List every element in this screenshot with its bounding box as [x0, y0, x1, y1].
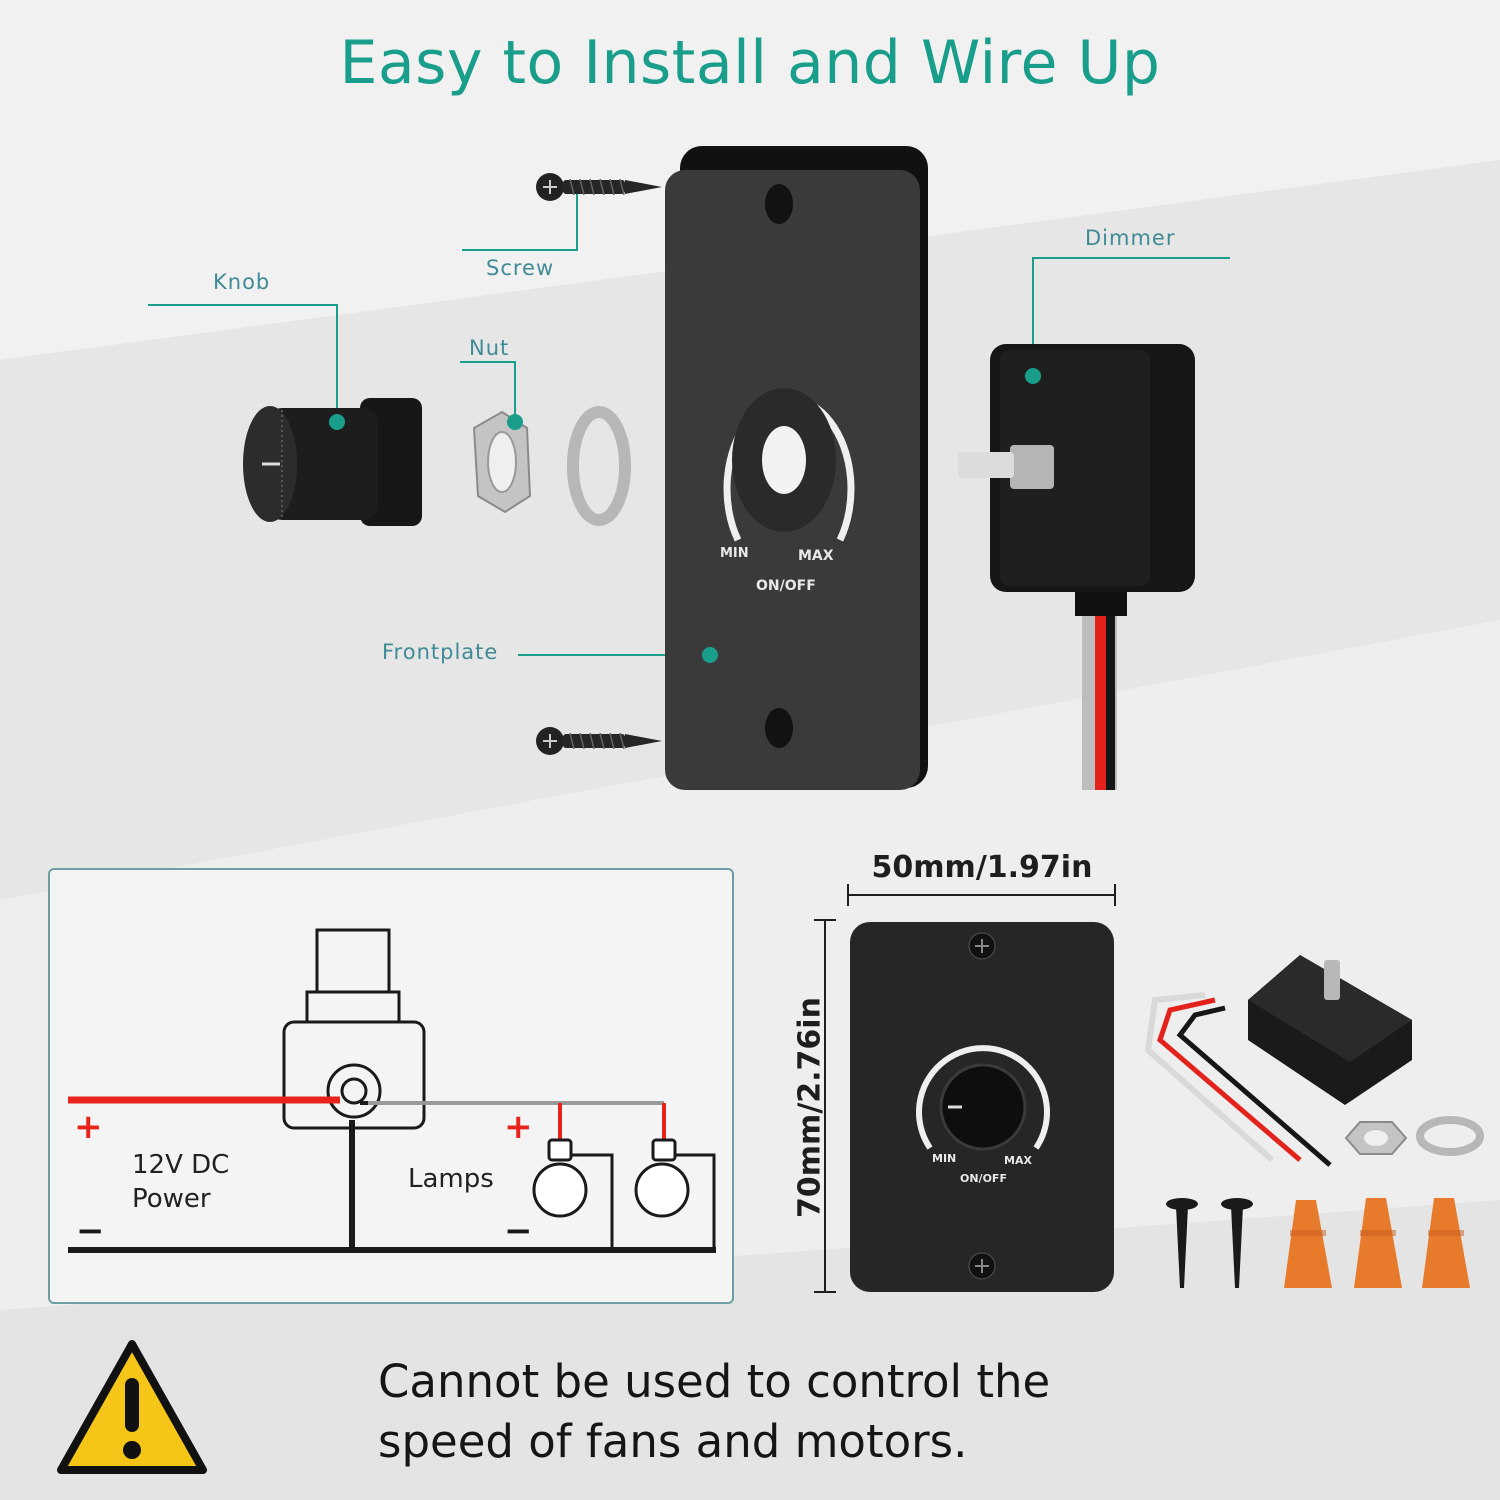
power-label-line2: Power	[132, 1184, 211, 1214]
exploded-view	[148, 146, 1230, 790]
kit-nut-washer-icon	[1344, 1116, 1484, 1156]
height-dimension-label: 70mm/2.76in	[792, 997, 828, 1218]
warning-line-1: Cannot be used to control the	[378, 1355, 1051, 1408]
callout-screw: Screw	[486, 256, 555, 280]
negative-sign-left: −	[76, 1211, 105, 1251]
positive-sign-left: +	[74, 1107, 103, 1147]
negative-sign-right: −	[504, 1211, 533, 1251]
knob-icon	[243, 398, 422, 526]
dimension-plate-icon	[850, 922, 1114, 1292]
warning-text: Cannot be used to control the speed of f…	[378, 1352, 1478, 1472]
wiring-diagram	[68, 928, 716, 1253]
dimmer-module-icon	[958, 344, 1195, 790]
callout-dots	[329, 368, 1041, 663]
frontplate-icon	[665, 146, 928, 790]
warning-triangle-icon	[57, 1340, 207, 1474]
wiring-diagram-panel	[48, 868, 734, 1304]
callout-dimmer: Dimmer	[1085, 226, 1176, 250]
power-label-line1: 12V DC	[132, 1150, 230, 1180]
dimension-and-kit	[814, 884, 1484, 1293]
washer-icon	[567, 406, 631, 526]
plate-min-label: MIN	[720, 546, 749, 561]
callout-nut: Nut	[469, 336, 510, 360]
lamp-icons	[532, 1138, 690, 1218]
warning-line-2: speed of fans and motors.	[378, 1415, 968, 1468]
small-plate-min-label: MIN	[932, 1152, 957, 1165]
screw-bottom-icon	[536, 727, 662, 755]
positive-sign-right: +	[504, 1107, 533, 1147]
lamps-label: Lamps	[408, 1164, 494, 1194]
small-plate-onoff-label: ON/OFF	[960, 1172, 1007, 1185]
kit-dimmer-icon	[1144, 955, 1412, 1167]
kit-screws-icon	[1166, 1198, 1253, 1288]
plate-max-label: MAX	[798, 548, 834, 564]
callout-knob: Knob	[213, 270, 271, 294]
nut-icon	[472, 410, 532, 514]
callout-frontplate: Frontplate	[382, 640, 499, 664]
plate-onoff-label: ON/OFF	[756, 578, 816, 594]
callout-lines	[148, 185, 1230, 656]
kit-wire-connectors-icon	[1284, 1198, 1470, 1288]
small-plate-max-label: MAX	[1004, 1154, 1032, 1167]
page-title: Easy to Install and Wire Up	[339, 28, 1161, 98]
width-dimension-label: 50mm/1.97in	[871, 850, 1093, 885]
screw-top-icon	[536, 173, 662, 201]
